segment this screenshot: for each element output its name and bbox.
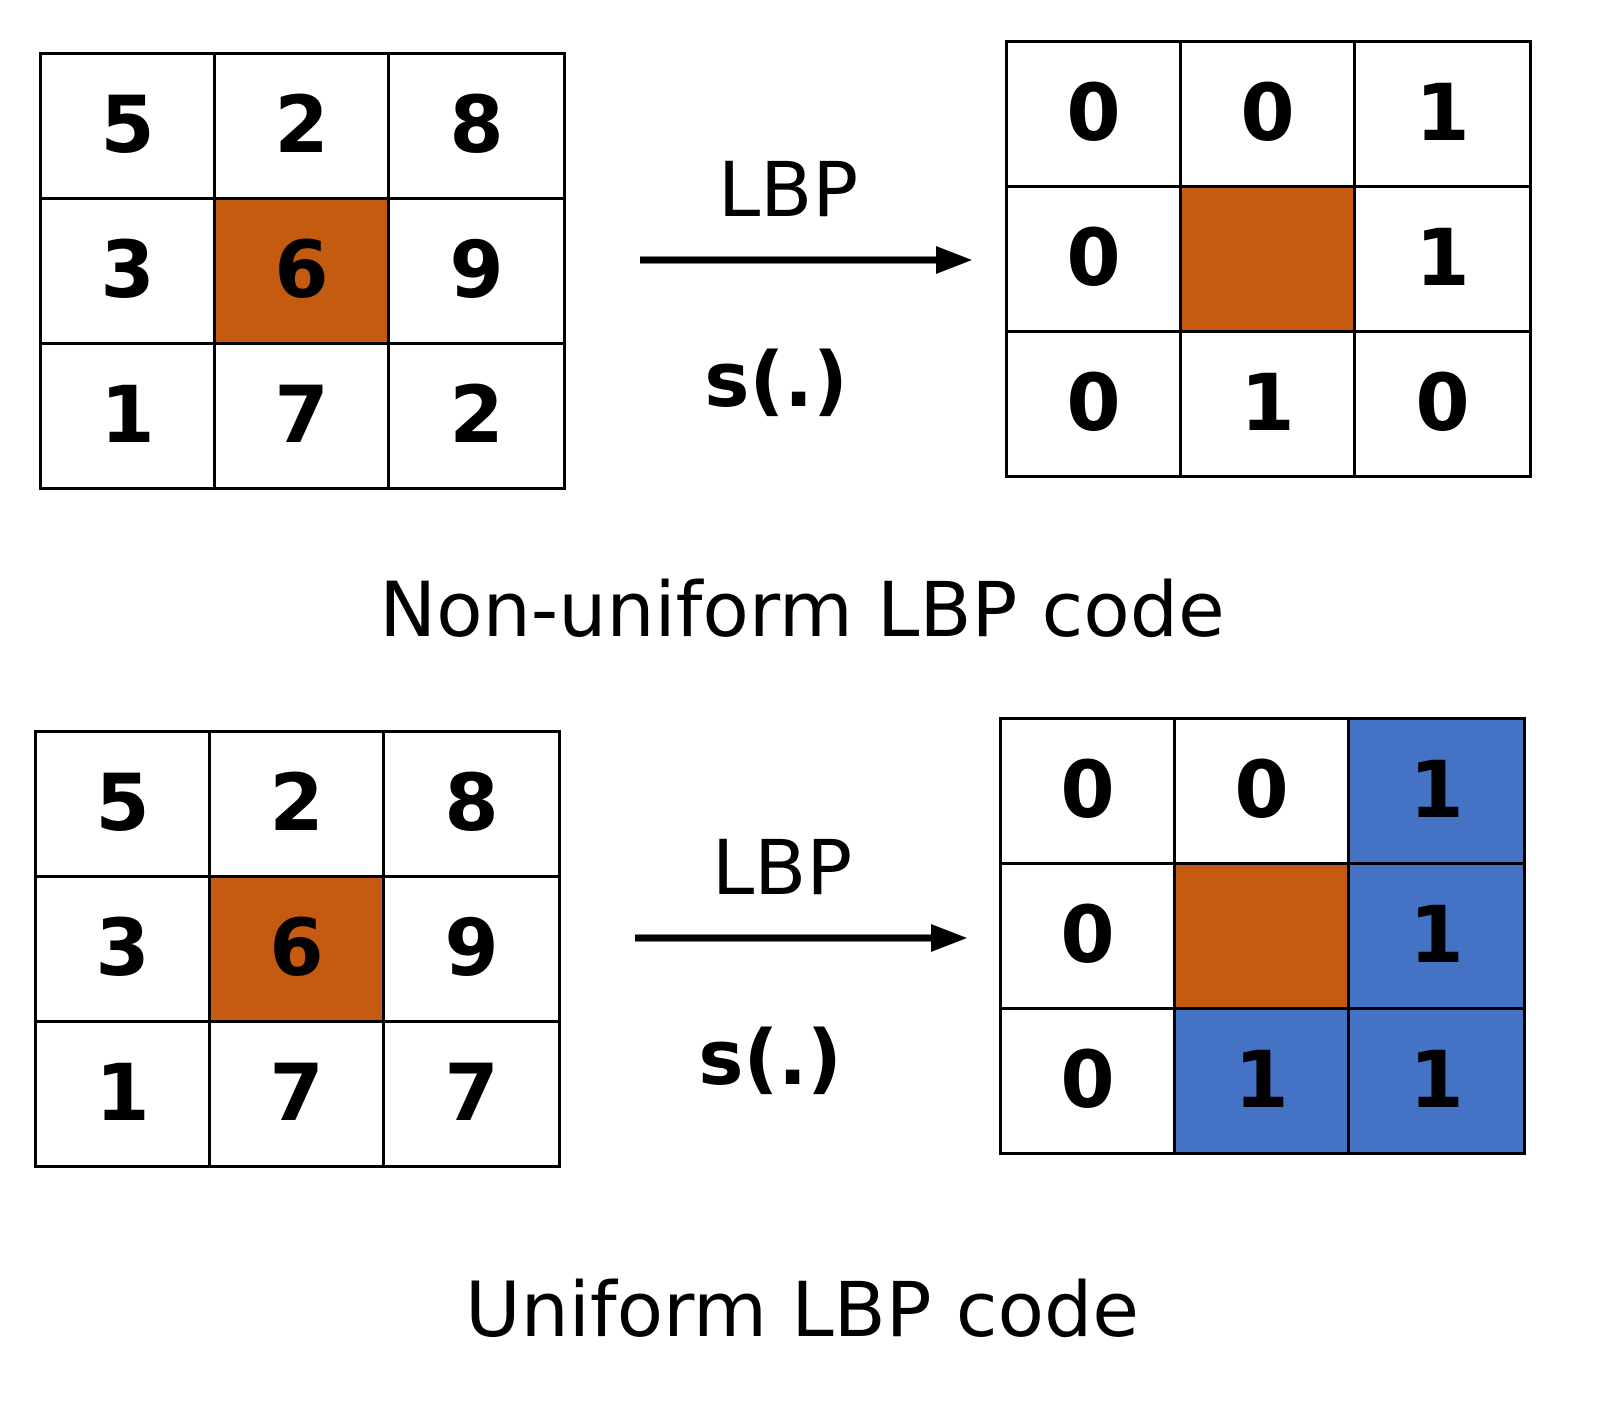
grid-cell-r1-c3: 8 [385, 733, 558, 878]
grid-cell-r3-c1: 0 [1002, 1010, 1176, 1152]
grid-cell-r1-c3: 1 [1356, 43, 1529, 188]
top-func-label: s(.) [704, 335, 848, 424]
grid-cell-r3-c2: 1 [1182, 333, 1356, 475]
grid-cell-r2-c2: 6 [216, 200, 390, 345]
grid-cell-r1-c1: 0 [1002, 720, 1176, 865]
grid-cell-r2-c2 [1182, 188, 1356, 333]
grid-cell-r1-c3: 8 [390, 55, 563, 200]
grid-cell-r3-c3: 1 [1350, 1010, 1523, 1152]
grid-cell-r1-c1: 0 [1008, 43, 1182, 188]
grid-cell-r2-c1: 0 [1002, 865, 1176, 1010]
grid-cell-r1-c2: 2 [211, 733, 385, 878]
top-caption: Non-uniform LBP code [379, 565, 1225, 654]
grid-cell-r3-c1: 1 [42, 345, 216, 487]
grid-cell-r2-c3: 1 [1350, 865, 1523, 1010]
grid-cell-r3-c3: 7 [385, 1023, 558, 1165]
grid-cell-r3-c1: 0 [1008, 333, 1182, 475]
grid-cell-r2-c2 [1176, 865, 1350, 1010]
grid-cell-r2-c1: 3 [37, 878, 211, 1023]
bottom-arrow [635, 924, 967, 952]
grid-cell-r3-c2: 7 [211, 1023, 385, 1165]
grid-cell-r2-c3: 9 [385, 878, 558, 1023]
grid-cell-r1-c1: 5 [42, 55, 216, 200]
grid-cell-r1-c2: 2 [216, 55, 390, 200]
top-op-label: LBP [717, 145, 859, 234]
grid-cell-r2-c2: 6 [211, 878, 385, 1023]
grid-cell-r2-c1: 0 [1008, 188, 1182, 333]
grid-cell-r1-c2: 0 [1176, 720, 1350, 865]
bottom-caption: Uniform LBP code [464, 1265, 1140, 1354]
grid-cell-r1-c3: 1 [1350, 720, 1523, 865]
bottom-func-label: s(.) [698, 1013, 842, 1102]
grid-cell-r2-c3: 9 [390, 200, 563, 345]
grid-cell-r3-c2: 1 [1176, 1010, 1350, 1152]
grid-cell-r1-c1: 5 [37, 733, 211, 878]
grid-cell-r2-c3: 1 [1356, 188, 1529, 333]
grid-cell-r3-c3: 2 [390, 345, 563, 487]
grid-cell-r1-c2: 0 [1182, 43, 1356, 188]
grid-cell-r3-c3: 0 [1356, 333, 1529, 475]
top-arrow [640, 246, 972, 274]
bottom-op-label: LBP [711, 823, 853, 912]
grid-cell-r3-c1: 1 [37, 1023, 211, 1165]
grid-cell-r2-c1: 3 [42, 200, 216, 345]
grid-cell-r3-c2: 7 [216, 345, 390, 487]
